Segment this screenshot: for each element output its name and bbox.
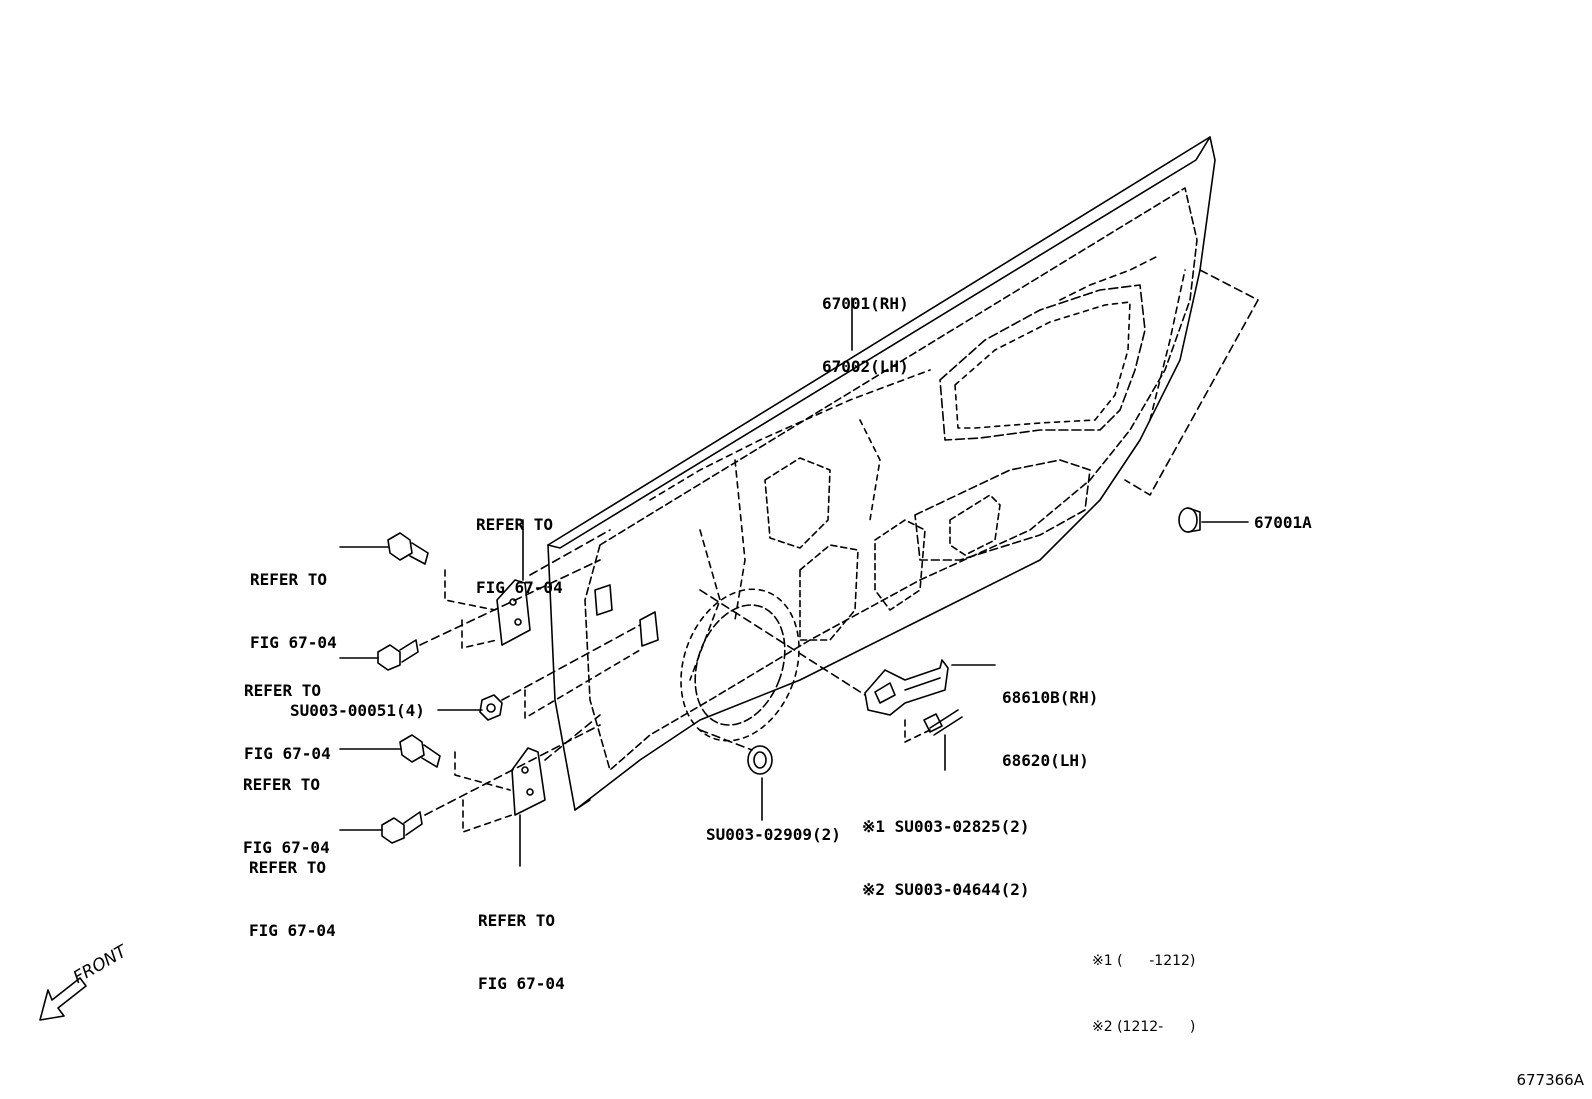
bolt-4 — [339, 724, 601, 844]
note-1: ※1 ( -1212) — [1092, 953, 1196, 969]
refer-bolt-1-line2: FIG 67-04 — [250, 633, 337, 652]
callout-refer-bolt-4: REFER TO FIG 67-04 — [249, 815, 336, 962]
plug-67001a — [1124, 269, 1259, 533]
refer-upper-hinge-line1: REFER TO — [476, 515, 554, 534]
door-check — [699, 589, 996, 716]
callout-refer-upper-hinge: REFER TO FIG 67-04 — [476, 472, 563, 619]
refer-bolt-4-line1: REFER TO — [249, 858, 327, 877]
callout-door-panel-rh: 67001(RH) — [822, 294, 909, 313]
refer-bolt-3-line2: FIG 67-04 — [243, 838, 330, 857]
callout-door-panel-lh: 67002(LH) — [822, 357, 909, 376]
bolt-3 — [339, 734, 441, 768]
callout-door-check-lh: 68620(LH) — [1002, 751, 1089, 770]
date-range-notes: ※1 ( -1212) ※2 (1212- ) — [1092, 906, 1195, 1060]
callout-refer-bolt-1: REFER TO FIG 67-04 — [250, 527, 337, 674]
callout-door-panel: 67001(RH) 67002(LH) — [822, 251, 909, 398]
refer-bolt-4-line2: FIG 67-04 — [249, 921, 336, 940]
refer-bolt-2-line2: FIG 67-04 — [244, 744, 331, 763]
callout-check-bolt: ※1 SU003-02825(2) ※2 SU003-04644(2) — [862, 774, 1030, 921]
refer-lower-hinge-line1: REFER TO — [478, 911, 556, 930]
refer-upper-hinge-line2: FIG 67-04 — [476, 578, 563, 597]
front-arrow-icon — [39, 977, 87, 1021]
callout-refer-lower-hinge: REFER TO FIG 67-04 — [478, 868, 565, 1015]
check-bolt — [904, 709, 963, 771]
callout-refer-bolt-3: REFER TO FIG 67-04 — [243, 732, 330, 879]
refer-lower-hinge-line2: FIG 67-04 — [478, 974, 565, 993]
door-panel — [547, 136, 1216, 811]
callout-plug-67001a: 67001A — [1254, 513, 1312, 532]
callout-plug-su003-02909: SU003-02909(2) — [706, 825, 841, 844]
note-2: ※2 (1212- ) — [1092, 1019, 1196, 1035]
lower-hinge — [454, 714, 601, 867]
refer-bolt-1-line1: REFER TO — [250, 570, 328, 589]
refer-bolt-2-line1: REFER TO — [244, 681, 322, 700]
figure-id: 677366A — [1516, 1071, 1584, 1089]
upper-hinge — [444, 519, 611, 649]
callout-door-check-rh: 68610B(RH) — [1002, 688, 1099, 707]
bolt-2 — [339, 559, 601, 671]
callout-check-bolt-1: ※1 SU003-02825(2) — [862, 817, 1030, 836]
plug-su003-02909 — [699, 729, 773, 821]
nut-su003-00051 — [437, 624, 641, 721]
callout-door-check: 68610B(RH) 68620(LH) — [1002, 645, 1098, 792]
callout-nut-su003-00051: SU003-00051(4) — [290, 701, 425, 720]
refer-bolt-3-line1: REFER TO — [243, 775, 321, 794]
bolt-1 — [339, 532, 429, 565]
callout-refer-bolt-2: REFER TO FIG 67-04 — [244, 638, 331, 785]
callout-check-bolt-2: ※2 SU003-04644(2) — [862, 880, 1030, 899]
